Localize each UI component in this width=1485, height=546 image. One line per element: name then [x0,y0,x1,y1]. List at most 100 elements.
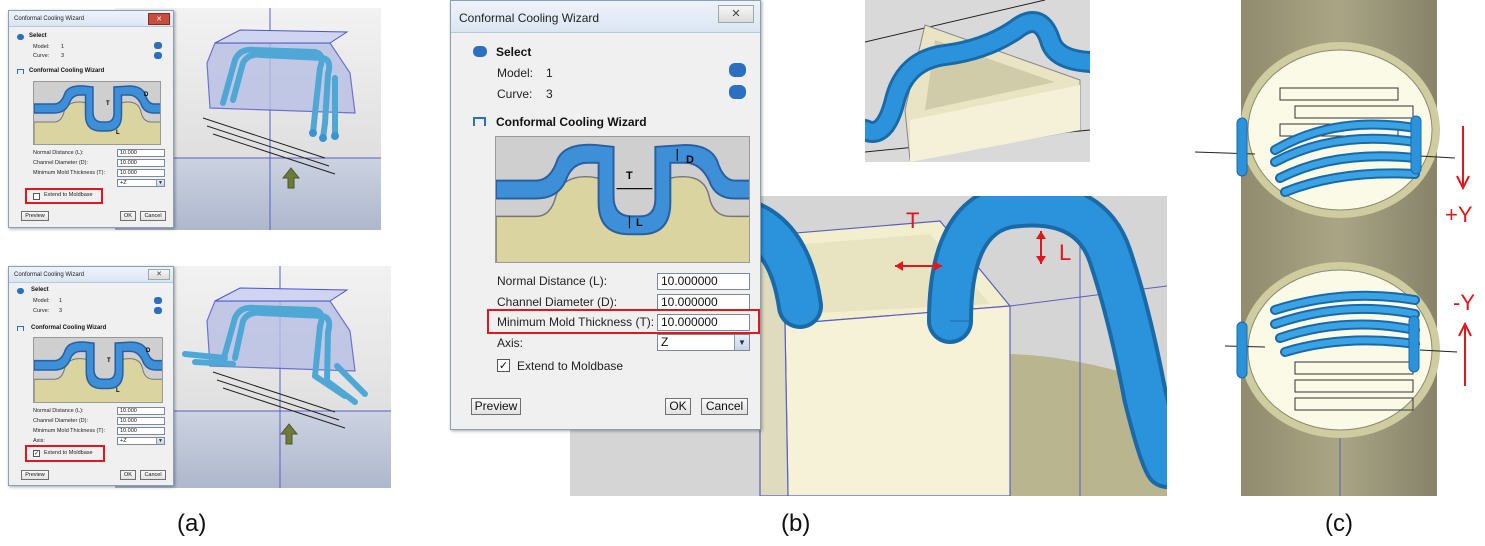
normal-distance-input[interactable]: 10.000000 [657,273,750,290]
axis-select[interactable]: +Z ▼ [117,179,165,187]
curve-label: Curve: [497,87,533,101]
diagram-l: L [116,130,120,136]
scene-c: +Y -Y [1195,0,1485,500]
channel-diameter-input[interactable]: 10.000 [117,159,165,167]
normal-distance-label: Normal Distance (L): [497,274,608,288]
scene-c-graphic [1195,0,1472,496]
channel-diameter-label: Channel Diameter (D): [33,160,89,166]
model-value: 1 [546,66,553,80]
extend-label: Extend to Moldbase [517,359,624,373]
annotation-plus-y: +Y [1445,202,1473,227]
close-icon: ✕ [156,271,162,278]
dialog-title-bar: Conformal Cooling Wizard [451,1,760,33]
normal-distance-label: Normal Distance (L): [33,150,84,156]
model-value: 1 [59,298,63,304]
extend-highlight [25,188,103,204]
wizard-icon [473,117,486,126]
extend-highlight [25,445,105,462]
extend-checkbox[interactable]: ✓ [33,450,40,457]
min-thickness-input[interactable]: 10.000 [117,169,165,177]
caption-a: (a) [177,510,207,537]
axis-value: +Z [120,180,127,186]
select-icon [17,34,24,40]
ok-button[interactable]: OK [120,470,136,480]
caption-c: (c) [1325,510,1353,537]
ok-button[interactable]: OK [665,398,691,415]
curve-value: 3 [61,53,65,59]
extend-label: Extend to Moldbase [44,450,93,456]
dialog-title-bar: Conformal Cooling Wizard [9,267,173,283]
annotation-minus-y: -Y [1453,290,1475,315]
axis-value: Z [661,335,669,349]
min-thickness-label: Minimum Mold Thickness (T): [33,428,106,434]
close-icon: ✕ [731,8,741,20]
model-label: Model: [33,44,50,50]
wizard-heading: Conformal Cooling Wizard [496,115,647,129]
diagram-d: D [146,348,151,354]
dialog-title: Conformal Cooling Wizard [459,11,600,25]
select-heading: Select [29,33,47,39]
extend-checkbox[interactable]: ✓ [497,359,510,372]
chevron-down-icon[interactable]: ▼ [734,335,749,350]
preview-button[interactable]: Preview [21,470,49,480]
min-thickness-highlight [487,309,760,334]
cancel-button[interactable]: Cancel [140,470,166,480]
axis-select[interactable]: Z ▼ [657,334,750,351]
axis-label: Axis: [33,438,45,444]
close-button[interactable]: ✕ [718,5,754,23]
pick-curve-icon[interactable] [154,52,162,59]
min-thickness-input[interactable]: 10.000 [117,427,165,435]
pick-curve-icon[interactable] [729,85,746,99]
channel-diameter-input[interactable]: 10.000 [117,417,165,425]
preview-button[interactable]: Preview [471,398,521,415]
axis-label: Axis: [497,336,524,350]
dialog-title: Conformal Cooling Wizard [14,272,85,278]
min-thickness-label: Minimum Mold Thickness (T): [497,315,655,329]
diagram-d: D [144,92,149,98]
pick-curve-icon[interactable] [154,307,162,314]
axis-select[interactable]: +Z ▼ [117,437,165,445]
wizard-icon [17,69,24,74]
select-icon [473,46,487,57]
diagram-d: D [686,154,694,166]
curve-label: Curve: [33,308,50,314]
select-heading: Select [31,287,49,293]
chevron-down-icon[interactable]: ▼ [156,438,164,444]
caption-b: (b) [781,510,811,537]
diagram-l: L [116,388,120,394]
curve-value: 3 [59,308,63,314]
extend-label: Extend to Moldbase [44,192,93,198]
pick-model-icon[interactable] [154,42,162,49]
min-thickness-input[interactable]: 10.000000 [657,314,750,331]
wizard-icon [17,326,24,331]
curve-value: 3 [546,87,553,101]
model-label: Model: [33,298,50,304]
normal-distance-label: Normal Distance (L): [33,408,84,414]
axis-value: +Z [120,438,127,444]
cooling-diagram: T D L [33,337,163,403]
ok-button[interactable]: OK [120,211,136,221]
annotation-l: L [1059,240,1072,265]
model-label: Model: [497,66,534,80]
wizard-heading: Conformal Cooling Wizard [29,68,105,74]
annotation-t: T [906,208,920,233]
diagram-t: T [106,101,110,107]
dialog-title-bar: Conformal Cooling Wizard [9,11,173,27]
close-button[interactable]: ✕ [148,269,170,280]
curve-label: Curve: [33,53,50,59]
chevron-down-icon[interactable]: ▼ [156,180,164,186]
normal-distance-input[interactable]: 10.000 [117,149,165,157]
extend-checkbox[interactable] [33,193,40,200]
close-button[interactable]: ✕ [148,13,170,25]
pick-model-icon[interactable] [154,297,162,304]
wizard-dialog-b: Conformal Cooling Wizard ✕ Select Model:… [450,0,761,430]
scene-b-inset [865,0,1090,162]
wizard-dialog-a2: Conformal Cooling Wizard ✕ Select Model:… [8,266,174,486]
cancel-button[interactable]: Cancel [701,398,748,415]
cancel-button[interactable]: Cancel [140,211,166,221]
normal-distance-input[interactable]: 10.000 [117,407,165,415]
min-thickness-label: Minimum Mold Thickness (T): [33,170,106,176]
preview-button[interactable]: Preview [21,211,49,221]
pick-model-icon[interactable] [729,63,746,77]
wizard-heading: Conformal Cooling Wizard [31,325,107,331]
